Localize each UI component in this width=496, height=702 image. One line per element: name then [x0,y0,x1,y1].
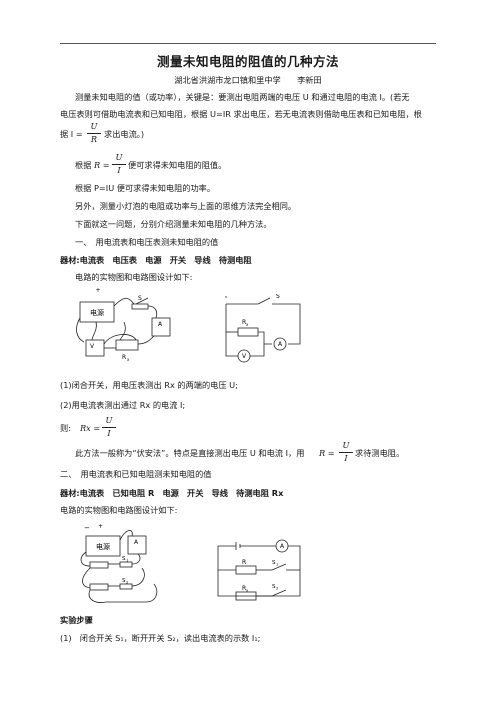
intro-line-3-pre: 据 I = [60,129,83,139]
section1-schematic: S R x A V [225,294,301,363]
real2-s2-label: S [122,578,126,584]
section1-step1: (1)闭合开关，用电压表测出 Rx 的两端的电压 U; [60,380,238,390]
real1-switch-label: S [138,295,142,302]
fraction-denominator: I [344,453,348,463]
fraction-denominator: I [107,428,111,438]
real2-ammeter-label: A [134,539,139,546]
author-line: 湖北省洪湖市龙口镇和里中学 李新田 [174,75,322,85]
fraction-numerator: U [115,152,123,162]
intro-line-3-post: 求出电流。) [104,129,145,139]
resistance-formula-pre: 根据 [75,160,92,170]
section2-design-line: 电路的实物图和电路图设计如下: [60,505,178,515]
switch-s1-box [119,561,133,568]
schem2-rx-sub: x [246,588,249,593]
power-formula-line: 根据 P=IU 便可求得未知电阻的功率。 [75,183,216,193]
steps-item-1: (1) 闭合开关 S₁，断开开关 S₂，读出电流表的示数 I₁; [60,633,261,643]
schem1-voltmeter-label: V [242,353,247,360]
section1-method-post: 求待测电阻。 [355,448,405,458]
real1-source-label: 电源 [90,308,104,317]
fraction-bar [112,164,126,165]
resistance-formula-post: 便可求得未知电阻的阻值。 [128,160,227,170]
section1-design-line: 电路的实物图和电路图设计如下: [75,272,193,282]
section2-heading: 二、 用电流表和已知电阻测未知电阻的值 [60,469,212,479]
fraction-numerator: U [342,440,350,450]
schem1-ammeter-label: A [278,341,283,348]
real2-s1-sub: 1 [126,558,129,563]
schem2-ammeter-label: A [280,543,285,550]
intro-line-1: 测量未知电阻的值（或功率），关键是：要测出电阻两端的电压 U 和通过电阻的电流 … [75,92,410,102]
methods-intro-line: 下面就这一问题，分别介绍测量未知电阻的几种方法。 [75,219,272,229]
schem2-s1-label: S [272,560,276,566]
schem1-rx-label: R [242,319,246,326]
fraction-numerator: U [90,121,98,131]
real1-ammeter-label: A [158,321,163,328]
fraction-denominator: R [90,134,98,144]
fraction-denominator: I [117,165,121,175]
power-source-box [85,535,121,557]
real1-plus-label: + [95,288,100,294]
section1-real-diagram: + S 电源 A V R x [76,288,171,362]
fraction-bar [87,133,101,134]
steps-heading: 实验步骤 [60,615,93,625]
section1-equipment: 器材:电流表 电压表 电源 开关 导线 待测电阻 [60,255,252,265]
resistance-formula-lhs: R = [94,160,110,170]
ammeter-box [151,317,171,337]
real2-source-label: 电源 [96,542,110,551]
schem2-s2-label: S [272,584,276,590]
real1-rx-label: R [122,354,126,361]
schem2-rx-label: R [242,585,246,592]
section2-real-diagram: − + 电源 A S 1 S 2 [80,523,158,603]
section1-method-pre: 此方法一般称为“伏安法”。特点是直接测出电压 U 和电流 I，用 [75,448,305,458]
section2-equipment: 器材:电流表 已知电阻 R 电源 开关 导线 待测电阻 Rx [60,488,284,498]
page-title: 测量未知电阻的阻值的几种方法 [156,54,339,69]
schem2-s2-sub: 2 [276,586,279,591]
section1-then-pre: 则: [60,423,71,433]
real1-voltmeter-label: V [90,343,95,350]
real2-s2-sub: 2 [126,580,129,585]
section1-step2: (2)用电流表测出通过 Rx 的电流 I; [60,400,186,410]
fraction-bar [339,452,353,453]
section1-heading: 一、 用电流表和电压表测未知电阻的值 [75,237,219,247]
real2-plus-label: + [98,523,103,530]
resistor-rx-box [115,339,139,351]
power-source-box [79,301,115,323]
lamp-note-line: 另外，测量小灯泡的电阻或功率与上面的思维方法完全相同。 [75,201,297,211]
voltmeter-box [85,339,105,357]
section1-method-lhs: R = [319,448,335,458]
real2-minus-label: − [84,524,90,532]
schem1-switch-label: S [276,294,280,300]
fraction-bar [102,427,116,428]
schem1-resistor-rx [237,327,259,337]
section1-then-lhs: Rx = [80,423,101,433]
real2-s1-label: S [122,556,126,562]
schem1-ammeter-circle [273,337,287,351]
schem2-r-label: R [242,559,246,566]
section2-schematic: A R S 1 R x S 2 [217,539,301,601]
schem1-rx-sub: x [246,322,249,327]
schem2-resistor-r [235,565,257,575]
switch-s2-box [119,583,133,590]
real1-rx-sub: x [127,357,130,362]
intro-line-2: 电压表则可借助电流表和已知电阻，根据 U=IR 求出电压，若无电流表则借助电压表… [60,109,422,119]
schem2-s1-sub: 1 [276,562,279,567]
fraction-numerator: U [105,415,113,425]
top-rule [60,43,436,44]
ammeter-box [127,535,147,555]
